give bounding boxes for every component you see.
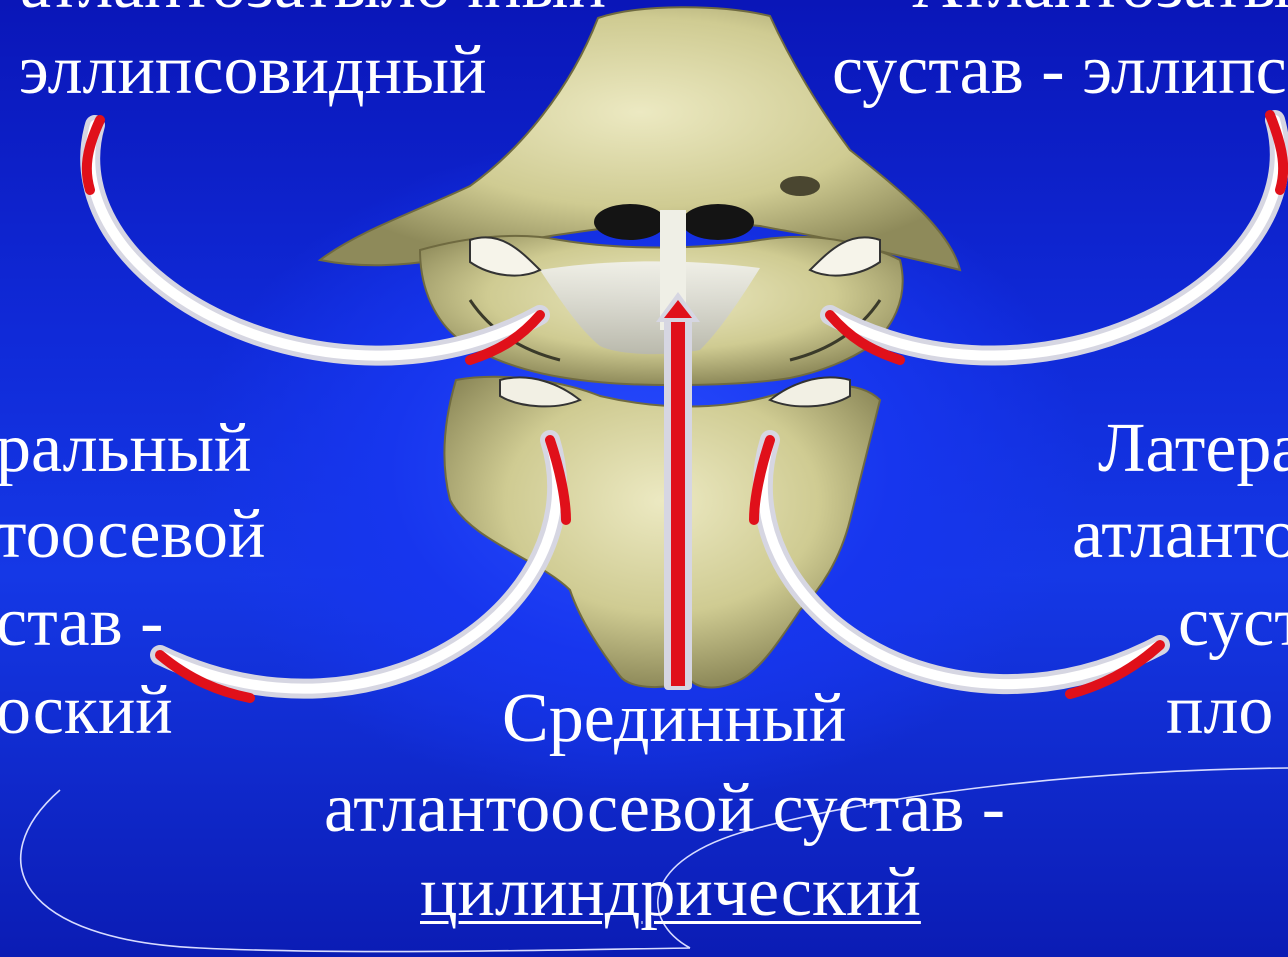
label-right-line-3: суст	[1178, 588, 1288, 658]
label-left-line-4: оский	[0, 676, 173, 746]
label-right-line-1: Латера	[1098, 414, 1288, 484]
label-top-right: сустав - эллипсовидный	[832, 36, 1288, 106]
label-top-left: - эллипсовидный	[0, 36, 487, 106]
label-median-line-1: Срединный	[502, 684, 846, 754]
foramen-left	[594, 204, 666, 240]
label-left-line-2: тоосевой	[0, 500, 265, 570]
foramen-right	[682, 204, 754, 240]
label-left-line-1: ральный	[0, 414, 252, 484]
label-top-left-cut: атлантозатылочный	[20, 0, 606, 20]
label-left-line-3: став -	[0, 588, 163, 658]
label-top-right-cut: Атлантозатылочный	[912, 0, 1288, 20]
label-median-line-2: атлантоосевой сустав -	[324, 774, 1005, 844]
axis-vertebra	[444, 377, 880, 688]
label-right-line-4: пло	[1166, 676, 1273, 746]
label-median-line-3: цилиндрический	[420, 858, 921, 928]
label-right-line-2: атланто	[1072, 500, 1288, 570]
